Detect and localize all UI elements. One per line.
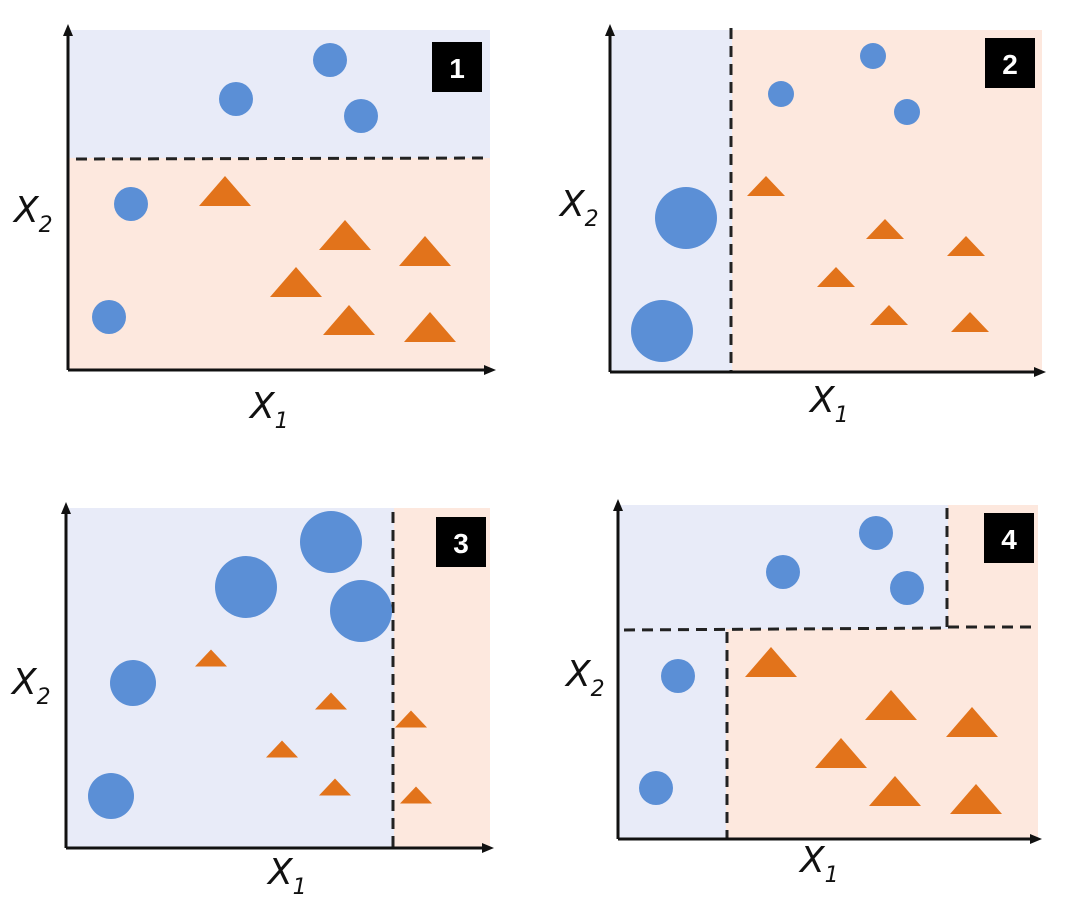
decision-boundary (623, 626, 949, 632)
triangle-point (869, 776, 921, 806)
x-axis-label: X1 (266, 852, 307, 900)
y-axis-arrow-icon (605, 24, 615, 36)
circle-point (894, 99, 920, 125)
y-axis-label: X2 (564, 654, 605, 702)
triangle-point (866, 219, 904, 239)
panel-number-badge (436, 517, 486, 567)
circle-point (766, 555, 800, 589)
panel-number: 1 (449, 53, 465, 84)
panel-number-badge (984, 513, 1034, 563)
x-axis-arrow-icon (482, 843, 494, 853)
panel-number-badge (985, 38, 1035, 88)
triangle-point (270, 267, 322, 297)
panel-number-badge (432, 42, 482, 92)
x-axis-arrow-icon (1030, 834, 1042, 844)
y-axis-arrow-icon (63, 24, 73, 36)
circle-point (655, 187, 717, 249)
triangle-point (319, 220, 371, 250)
circle-point (860, 43, 886, 69)
triangle-point (946, 707, 998, 737)
circle-point (661, 659, 695, 693)
triangle-point (404, 312, 456, 342)
triangle-point (747, 176, 785, 196)
x-axis-label: X1 (248, 386, 289, 434)
class-a-region (68, 30, 490, 158)
circle-point (114, 187, 148, 221)
triangle-point (400, 786, 432, 804)
triangle-point (870, 305, 908, 325)
triangle-point (951, 312, 989, 332)
decision-boundary (75, 156, 491, 161)
circle-point (768, 81, 794, 107)
x-axis-arrow-icon (1034, 367, 1046, 377)
triangle-point (323, 305, 375, 335)
circle-point (92, 300, 126, 334)
triangle-point (395, 710, 427, 728)
panel-3: 3X1 X2 (10, 502, 494, 900)
triangle-point (319, 778, 351, 796)
triangle-point (315, 692, 347, 710)
triangle-point (947, 236, 985, 256)
triangle-point (950, 784, 1002, 814)
circle-point (631, 300, 693, 362)
x-axis-label: X1 (808, 380, 849, 428)
triangle-point (865, 690, 917, 720)
triangle-point (815, 738, 867, 768)
circle-point (890, 571, 924, 605)
circle-point (215, 556, 277, 618)
panel-4: 4X1 X2 (564, 499, 1042, 888)
circle-point (300, 511, 362, 573)
triangle-point (745, 647, 797, 677)
y-axis-label: X2 (558, 184, 599, 232)
y-axis-label: X2 (10, 662, 51, 710)
triangle-point (195, 649, 227, 667)
circle-point (330, 580, 392, 642)
triangle-point (199, 176, 251, 206)
panel-1: 1X1 X2 (12, 24, 496, 434)
y-axis-label: X2 (12, 190, 53, 238)
panel-number: 2 (1002, 49, 1018, 80)
circle-point (344, 99, 378, 133)
triangle-point (817, 267, 855, 287)
triangle-point (266, 740, 298, 758)
x-axis-arrow-icon (484, 365, 496, 375)
circle-point (859, 516, 893, 550)
x-axis-label: X1 (798, 840, 839, 888)
circle-point (88, 773, 134, 819)
circle-point (110, 660, 156, 706)
y-axis-arrow-icon (613, 499, 623, 511)
panel-number: 4 (1001, 524, 1017, 555)
circle-point (639, 771, 673, 805)
y-axis-arrow-icon (61, 502, 71, 514)
panel-number: 3 (453, 528, 469, 559)
circle-point (313, 43, 347, 77)
circle-point (219, 82, 253, 116)
panel-2: 2X1 X2 (558, 24, 1046, 428)
triangle-point (399, 236, 451, 266)
